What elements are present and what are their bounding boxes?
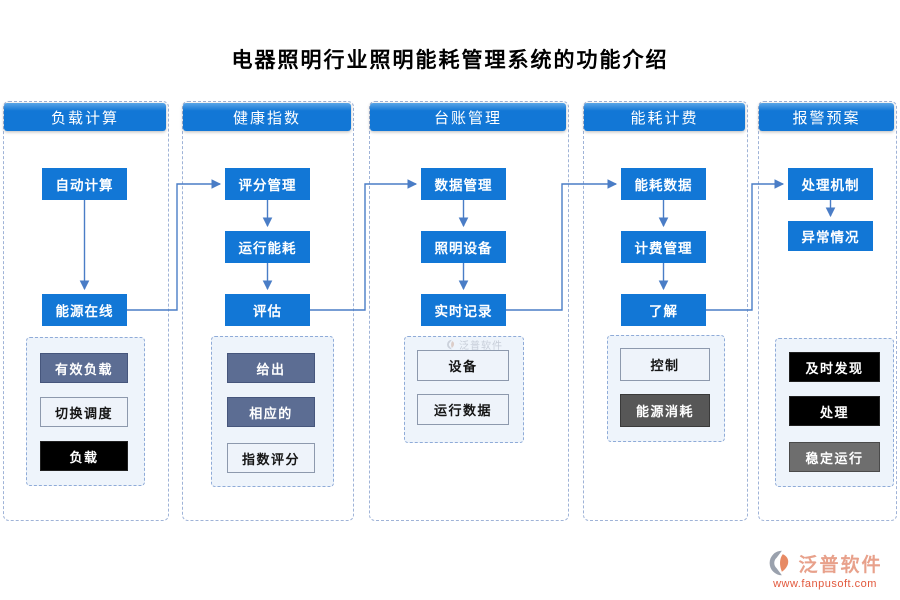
flow-node-operation-energy[interactable]: 运行能耗 <box>225 231 310 263</box>
tag-handle[interactable]: 处理 <box>789 396 880 426</box>
footer-brand-url[interactable]: www.fanpusoft.com <box>773 578 877 590</box>
flow-node-auto-calculation[interactable]: 自动计算 <box>42 168 127 200</box>
flow-node-energy-online[interactable]: 能源在线 <box>42 294 127 326</box>
tag-load[interactable]: 负载 <box>40 441 128 471</box>
flow-node-score-management[interactable]: 评分管理 <box>225 168 310 200</box>
page-title: 电器照明行业照明能耗管理系统的功能介绍 <box>231 49 669 72</box>
tag-stable-operation[interactable]: 稳定运行 <box>789 442 880 472</box>
flow-node-realtime-record[interactable]: 实时记录 <box>421 294 506 326</box>
fanpu-logo-icon <box>770 550 789 576</box>
tag-energy-consumption[interactable]: 能源消耗 <box>620 394 710 427</box>
header-energy-billing[interactable]: 能耗计费 <box>584 103 745 131</box>
watermark-brand: 泛普软件 <box>459 341 503 352</box>
header-ledger-management[interactable]: 台账管理 <box>370 103 566 131</box>
flow-node-understand[interactable]: 了解 <box>621 294 706 326</box>
header-health-index[interactable]: 健康指数 <box>183 103 351 131</box>
watermark-logo-icon <box>447 339 455 350</box>
tag-operating-data[interactable]: 运行数据 <box>417 394 509 425</box>
flow-node-energy-data[interactable]: 能耗数据 <box>621 168 706 200</box>
tag-control[interactable]: 控制 <box>620 348 710 381</box>
flow-node-evaluation[interactable]: 评估 <box>225 294 310 326</box>
tag-corresponding[interactable]: 相应的 <box>227 397 315 427</box>
tag-effective-load[interactable]: 有效负载 <box>40 353 128 383</box>
header-alarm-plan[interactable]: 报警预案 <box>759 103 894 131</box>
footer-brand-name: 泛普软件 <box>798 554 883 576</box>
header-load-calculation[interactable]: 负载计算 <box>4 103 166 131</box>
flow-node-lighting-equipment[interactable]: 照明设备 <box>421 231 506 263</box>
tag-equipment[interactable]: 设备 <box>417 350 509 381</box>
tag-switch-dispatch[interactable]: 切换调度 <box>40 397 128 427</box>
flow-node-data-management[interactable]: 数据管理 <box>421 168 506 200</box>
tag-index-score[interactable]: 指数评分 <box>227 443 315 473</box>
flow-node-abnormal-situation[interactable]: 异常情况 <box>788 221 873 251</box>
flow-node-billing-management[interactable]: 计费管理 <box>621 231 706 263</box>
footer-logo: 泛普软件 www.fanpusoft.com <box>754 548 896 590</box>
tag-timely-discovery[interactable]: 及时发现 <box>789 352 880 382</box>
flow-node-handling-mechanism[interactable]: 处理机制 <box>788 168 873 200</box>
watermark: 泛普软件 <box>446 337 503 352</box>
tag-give-out[interactable]: 给出 <box>227 353 315 383</box>
